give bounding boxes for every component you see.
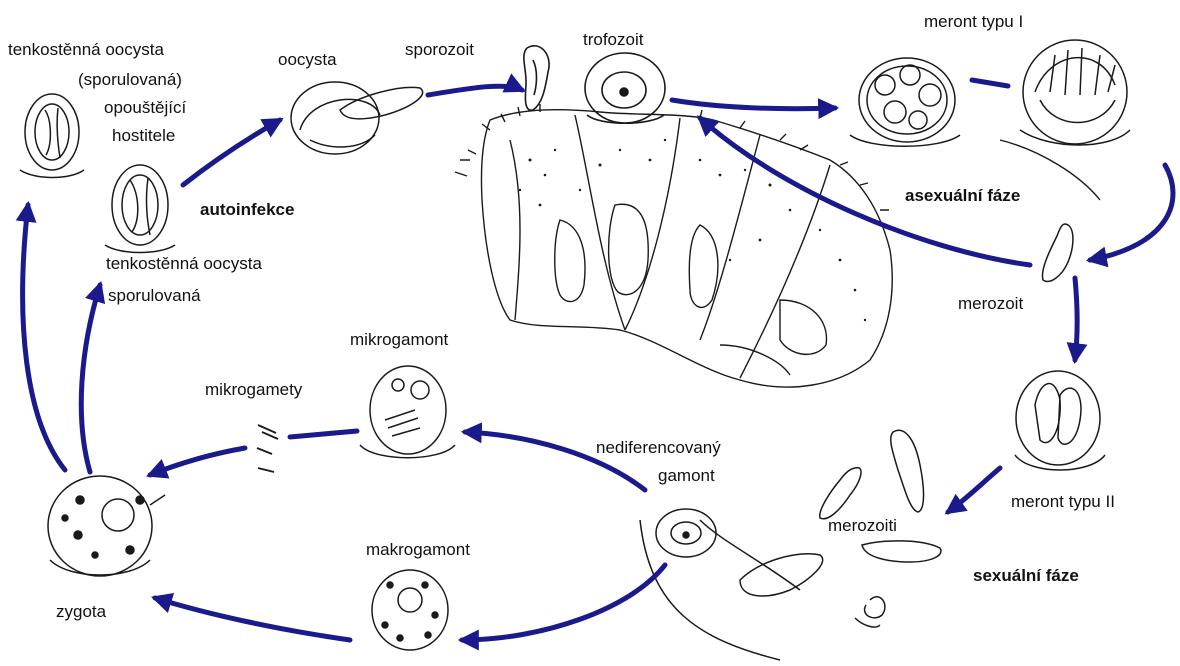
label-sexualni-faze: sexuální fáze	[973, 566, 1079, 586]
label-nediferencovany-1: nediferencovaný	[596, 438, 721, 458]
cycle-arrows	[23, 80, 1173, 640]
meront-type1-drawing-icon	[850, 40, 1130, 146]
arrow-gamont-to-makrogamont	[462, 565, 665, 640]
trophozoite-drawing-icon	[585, 53, 665, 123]
label-autoinfekce: autoinfekce	[200, 200, 294, 220]
label-thin-oocyst-sporulated-1: tenkostěnná oocysta	[106, 254, 262, 274]
arrow-makrogamont-to-zygota	[155, 598, 350, 640]
oocyst-sporulated-drawing-icon	[105, 165, 175, 253]
label-zygota: zygota	[56, 602, 106, 622]
label-oocysta: oocysta	[278, 50, 337, 70]
label-trofozoit: trofozoit	[583, 30, 643, 50]
macrogamont-drawing-icon	[372, 570, 448, 650]
label-thin-oocyst-sporulated-2: sporulovaná	[108, 286, 201, 306]
label-thin-oocyst-leaving-1: tenkostěnná oocysta	[8, 40, 164, 60]
label-asexualni-faze: asexuální fáze	[905, 186, 1020, 206]
oocyst-drawing-icon	[291, 82, 423, 154]
zygote-drawing-icon	[48, 476, 165, 576]
gamont-drawing-icon	[640, 509, 823, 660]
arrow-oocyst-to-sporozoit	[428, 86, 522, 95]
label-merozoiti: merozoiti	[828, 516, 897, 536]
arrow-trofozoit-to-meront1	[672, 100, 835, 109]
sporozoite-drawing-icon	[524, 46, 549, 110]
arrow-mikrogamont-to-mikrogamety	[290, 431, 357, 437]
arrow-mikrogamety-to-zygota	[150, 448, 245, 475]
host-epithelium-icon	[455, 104, 1100, 387]
meront-type2-drawing-icon	[1015, 371, 1105, 470]
label-mikrogamety: mikrogamety	[205, 380, 302, 400]
label-mikrogamont: mikrogamont	[350, 330, 448, 350]
arrow-meront1-to-merozoit	[1090, 165, 1173, 260]
label-meront-typu-1: meront typu I	[924, 12, 1023, 32]
arrow-zygota-to-oocyst-leaving	[23, 205, 65, 470]
label-sporozoit: sporozoit	[405, 40, 474, 60]
oocyst-leaving-host-drawing-icon	[20, 94, 84, 178]
microgametes-drawing-icon	[257, 425, 278, 472]
epithelium-dots	[519, 139, 866, 321]
label-thin-oocyst-leaving-2: (sporulovaná)	[78, 70, 182, 90]
label-makrogamont: makrogamont	[366, 540, 470, 560]
label-merozoit: merozoit	[958, 294, 1023, 314]
arrow-merozoit-to-meront2	[1075, 278, 1077, 360]
arrow-meront2-to-merozoiti	[948, 468, 1000, 512]
arrow-autoinfection	[183, 120, 280, 185]
merozoite-drawing-icon	[1042, 224, 1072, 281]
arrow-zygota-to-sporulated	[81, 285, 100, 472]
label-meront-typu-2: meront typu II	[1011, 492, 1115, 512]
label-thin-oocyst-leaving-3: opouštějící	[104, 98, 186, 118]
microgamont-drawing-icon	[360, 366, 455, 458]
label-nediferencovany-2: gamont	[658, 466, 715, 486]
arrow-meront1-to-meront1b	[972, 80, 1008, 86]
label-thin-oocyst-leaving-4: hostitele	[112, 126, 175, 146]
